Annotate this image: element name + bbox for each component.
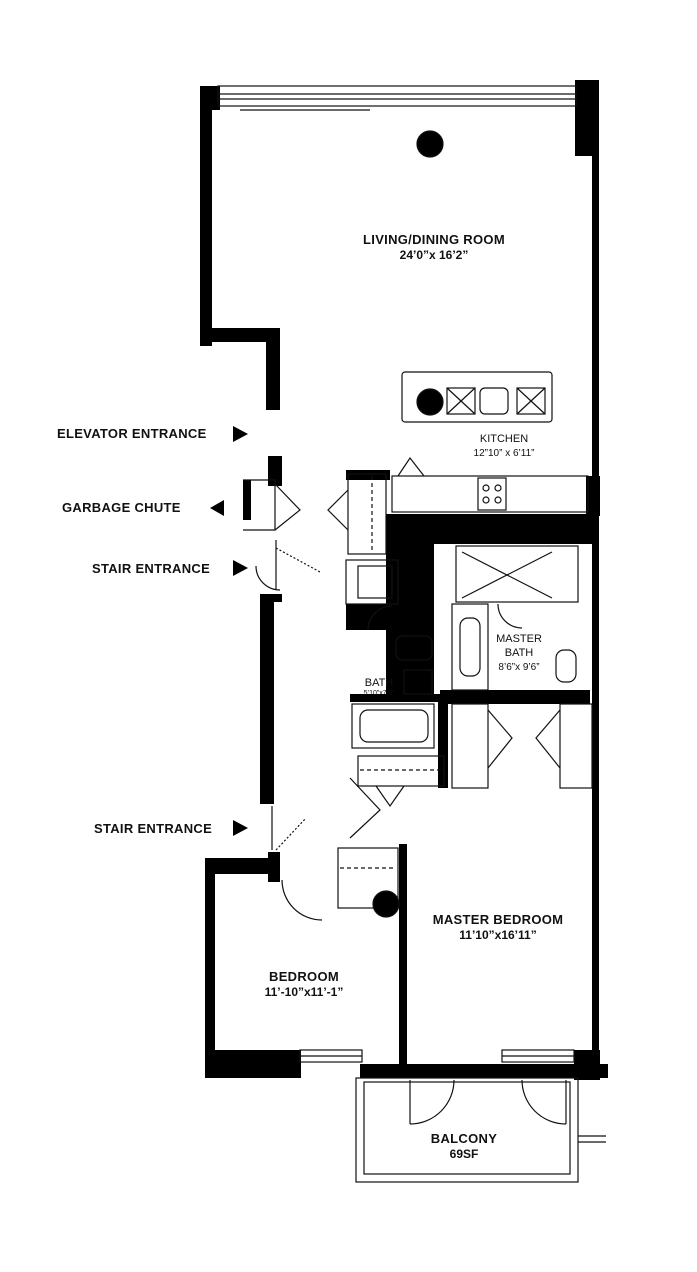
- master-bath-label: MASTER: [496, 633, 542, 645]
- window-top: [217, 85, 577, 107]
- wall: [200, 86, 212, 346]
- wall: [399, 844, 407, 1076]
- bath-dim: 5’10”x7’6”: [363, 690, 395, 697]
- stair-entrance-upper-label: STAIR ENTRANCE: [92, 561, 211, 576]
- arrow-icon: [233, 820, 248, 836]
- living-room-dim: 24’0”x 16’2”: [399, 248, 469, 262]
- wall: [350, 694, 438, 702]
- master-bedroom-label: MASTER BEDROOM: [432, 912, 564, 927]
- wall: [592, 510, 599, 710]
- wall: [438, 694, 448, 788]
- arrow-icon: [233, 426, 248, 442]
- kitchen-label: KITCHEN: [479, 433, 529, 445]
- balcony-dim: 69SF: [449, 1147, 479, 1161]
- shower: [455, 545, 579, 603]
- wall: [205, 858, 279, 874]
- balcony-rail: [355, 1077, 579, 1183]
- wall: [592, 150, 599, 510]
- bath-label: BATH: [364, 677, 394, 689]
- master-bedroom-dim: 11’10”x16’11”: [459, 928, 537, 942]
- kitchen-counter: [391, 475, 589, 513]
- wall: [592, 700, 599, 1080]
- elevator-entrance-label: ELEVATOR ENTRANCE: [57, 426, 207, 441]
- wall: [575, 80, 599, 156]
- wall: [205, 858, 215, 1078]
- bathtub: [351, 703, 435, 749]
- wall: [205, 1050, 301, 1078]
- wall: [266, 328, 280, 410]
- wall: [346, 470, 390, 480]
- wall: [200, 328, 280, 342]
- wall: [268, 594, 282, 602]
- master-bath-label-2: BATH: [504, 647, 534, 659]
- garbage-chute-label: GARBAGE CHUTE: [62, 500, 181, 515]
- arrow-icon: [233, 560, 248, 576]
- bedroom-label: BEDROOM: [269, 969, 339, 984]
- wall: [268, 456, 282, 486]
- wall: [586, 476, 600, 516]
- wall: [260, 594, 274, 804]
- kitchen-dim: 12”10” x 6’11”: [473, 448, 535, 459]
- wall: [243, 480, 251, 520]
- master-bath-dim: 8’6”x 9’6”: [498, 662, 540, 673]
- bedroom-dim: 11’-10”x11’-1”: [264, 985, 344, 999]
- stair-entrance-lower-label: STAIR ENTRANCE: [94, 821, 213, 836]
- arrow-icon: [210, 500, 224, 516]
- wall: [440, 690, 590, 704]
- wall: [268, 852, 280, 882]
- wall: [360, 1064, 608, 1078]
- kitchen-island: [401, 371, 553, 423]
- living-room-label: LIVING/DINING ROOM: [363, 232, 505, 247]
- column: [416, 130, 444, 158]
- balcony-label: BALCONY: [430, 1131, 498, 1146]
